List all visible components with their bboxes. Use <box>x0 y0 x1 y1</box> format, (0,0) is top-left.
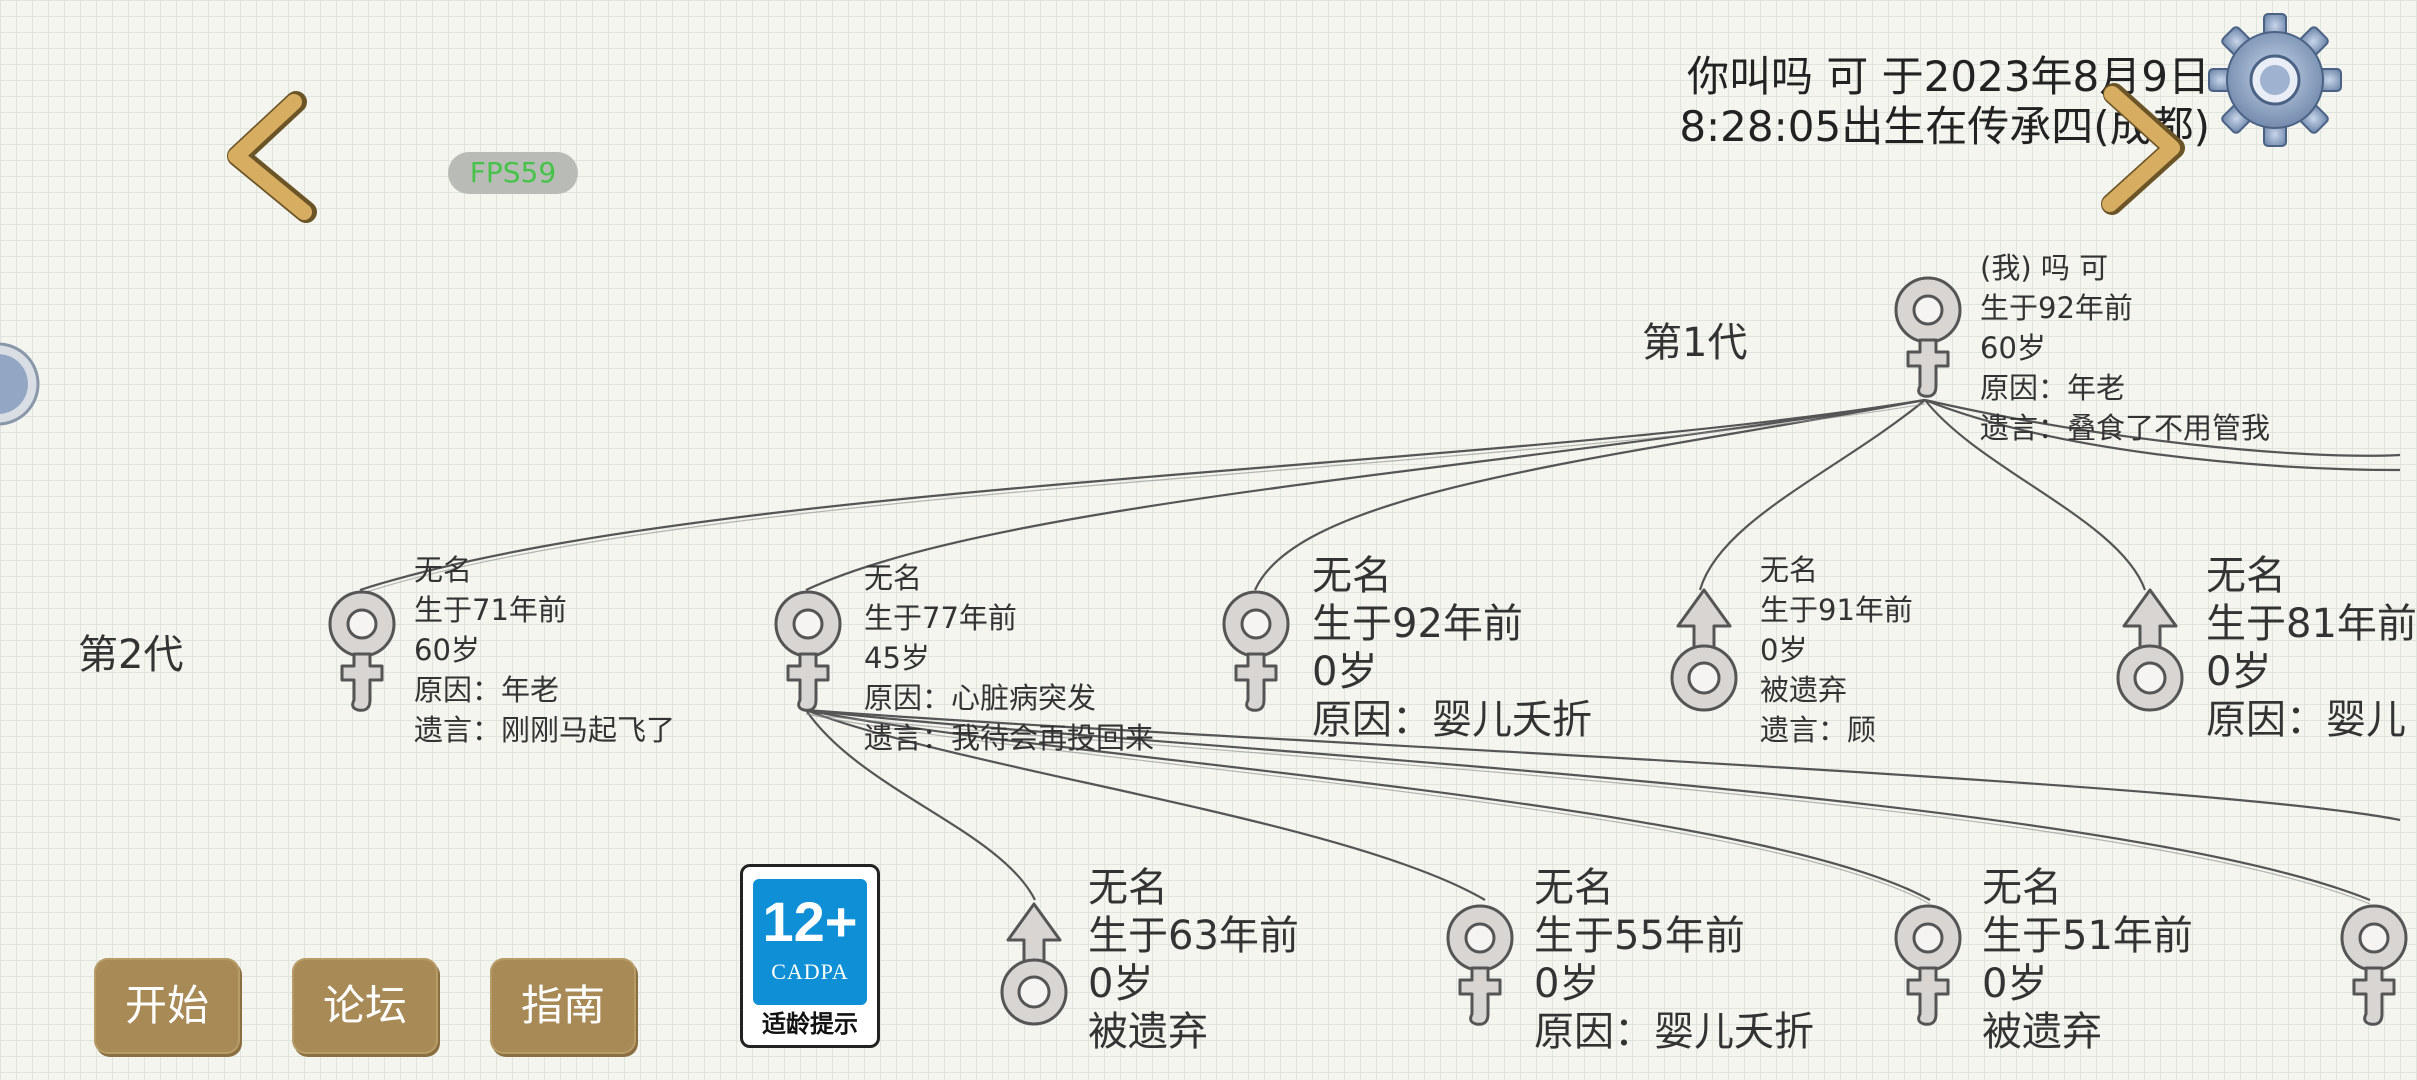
member-info-line: 无名 <box>1534 865 1614 911</box>
member-info-line: 0岁 <box>2206 649 2272 695</box>
member-info-line: 遗言：顾 <box>1760 713 1877 747</box>
age-rating-number: 12+ <box>762 890 858 953</box>
member-info-line: 原因：心脏病突发 <box>864 681 1097 715</box>
female-symbol-icon <box>328 590 396 712</box>
guide-button[interactable]: 指南 <box>490 958 636 1054</box>
female-symbol-icon <box>1894 276 1962 398</box>
member-info-line: 生于71年前 <box>414 593 567 627</box>
member-info-line: 遗言：刚刚马起飞了 <box>414 713 676 747</box>
age-rating-badge: 12+ CADPA 适龄提示 <box>740 864 880 1048</box>
member-info-line: 0岁 <box>1534 961 1600 1007</box>
age-rating-tip: 适龄提示 <box>762 1010 858 1038</box>
female-symbol-icon <box>774 590 842 712</box>
member-info-line: 生于91年前 <box>1760 593 1913 627</box>
member-info-line: 无名 <box>864 561 923 595</box>
member-info-line: 被遗弃 <box>1088 1009 1208 1055</box>
male-symbol-icon <box>1670 588 1738 712</box>
member-info-line: 无名 <box>1312 553 1392 599</box>
member-info: (我) 吗 可生于92年前 60岁原因：年老遗言：叠食了不用管我 <box>1980 248 2270 448</box>
member-info-line: 无名 <box>2206 553 2286 599</box>
generation-2-label: 第2代 <box>78 632 184 678</box>
member-info-line: 生于63年前 <box>1088 913 1299 959</box>
member-info-line: 45岁 <box>864 641 930 675</box>
member-info-line: 原因：婴儿夭折 <box>1534 1009 1814 1055</box>
member-info-line: 生于77年前 <box>864 601 1017 635</box>
member-info-line: (我) 吗 可 <box>1980 251 2109 285</box>
member-info-line: 原因：年老 <box>1980 371 2126 405</box>
forum-button[interactable]: 论坛 <box>292 958 438 1054</box>
member-info-line: 0岁 <box>1088 961 1154 1007</box>
male-symbol-icon <box>2116 588 2184 712</box>
member-info: 无名生于91年前 0岁被遗弃遗言：顾 <box>1760 550 1913 750</box>
member-info-line: 生于92年前 <box>1312 601 1523 647</box>
female-symbol-icon <box>1222 590 1290 712</box>
member-info-line: 遗言：叠食了不用管我 <box>1980 411 2271 445</box>
start-button[interactable]: 开始 <box>94 958 240 1054</box>
gear-icon <box>2208 13 2342 147</box>
member-info-line: 生于92年前 <box>1980 291 2133 325</box>
member-info-line: 原因：婴儿 <box>2206 697 2406 743</box>
female-symbol-icon <box>1446 904 1514 1026</box>
member-info-line: 生于55年前 <box>1534 913 1745 959</box>
member-info-line: 无名 <box>1088 865 1168 911</box>
member-info-line: 无名 <box>414 553 473 587</box>
member-info-line: 无名 <box>1760 553 1819 587</box>
member-info-line: 生于81年前 <box>2206 601 2417 647</box>
side-badge-icon[interactable] <box>0 342 44 426</box>
member-info-line: 无名 <box>1982 865 2062 911</box>
member-info-line: 被遗弃 <box>1760 673 1848 707</box>
male-symbol-icon <box>1000 902 1068 1026</box>
next-arrow-button[interactable] <box>2090 83 2200 216</box>
chevron-left-icon <box>227 91 317 223</box>
member-info: 无名生于71年前 60岁原因：年老遗言：刚刚马起飞了 <box>414 550 675 750</box>
generation-1-label: 第1代 <box>1642 320 1748 366</box>
member-info-line: 0岁 <box>1982 961 2048 1007</box>
member-info-line: 原因：年老 <box>414 673 560 707</box>
female-symbol-icon <box>2340 904 2408 1026</box>
fps-counter: FPS59 <box>448 152 578 194</box>
member-info-line: 0岁 <box>1760 633 1808 667</box>
female-symbol-icon <box>1894 904 1962 1026</box>
age-rating-org: CADPA <box>771 959 849 984</box>
member-info-line: 60岁 <box>414 633 480 667</box>
member-info-line: 0岁 <box>1312 649 1378 695</box>
member-info-line: 60岁 <box>1980 331 2046 365</box>
member-info-line: 被遗弃 <box>1982 1009 2102 1055</box>
age-rating-panel: 12+ CADPA <box>753 879 867 1005</box>
settings-button[interactable] <box>2205 10 2345 150</box>
chevron-right-icon <box>2101 83 2185 215</box>
member-info-line: 生于51年前 <box>1982 913 2193 959</box>
member-info-line: 原因：婴儿夭折 <box>1312 697 1592 743</box>
prev-arrow-button[interactable] <box>218 91 328 224</box>
member-info: 无名生于77年前 45岁原因：心脏病突发遗言：我待会再投回来 <box>864 558 1154 758</box>
member-info-line: 遗言：我待会再投回来 <box>864 721 1155 755</box>
